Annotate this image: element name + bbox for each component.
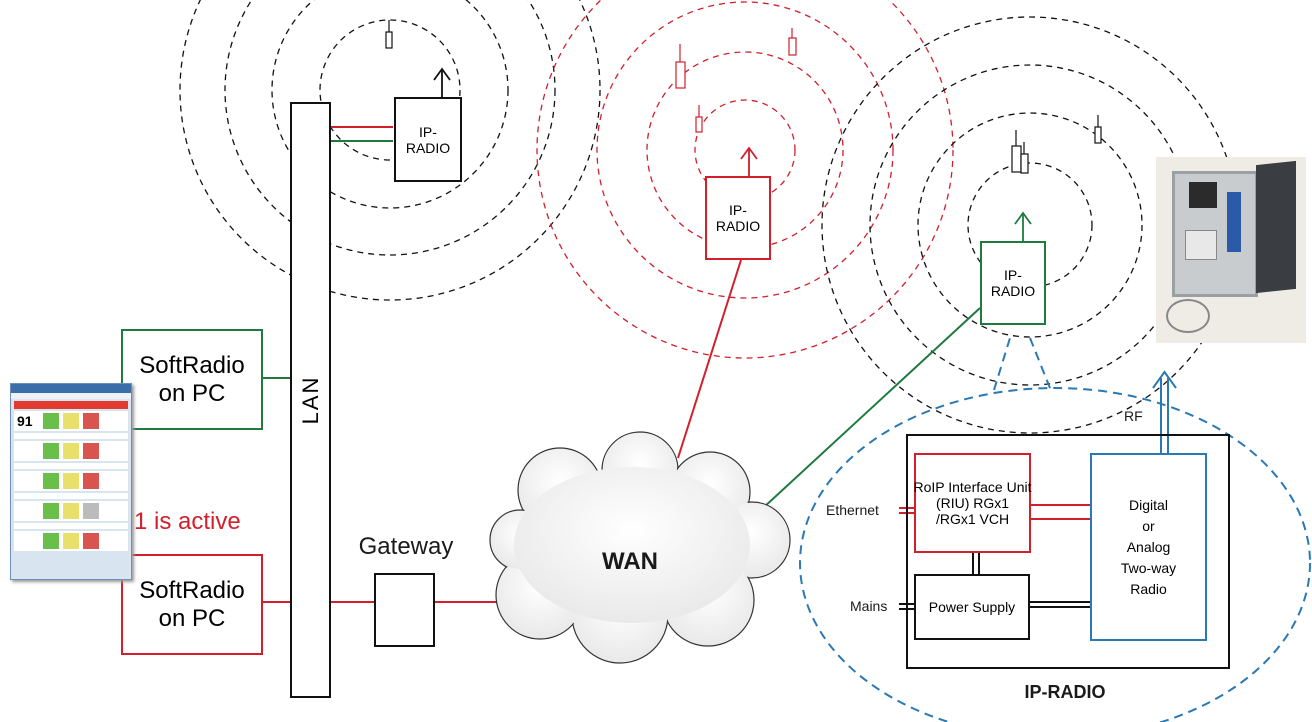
gateway-label: Gateway bbox=[358, 533, 454, 560]
thumb-row-5 bbox=[14, 531, 128, 551]
thumb-btn-yellow-4 bbox=[63, 503, 79, 519]
lan-label: LAN bbox=[297, 375, 323, 425]
softradio-screenshot: 91 bbox=[10, 383, 132, 580]
enclosure-radio bbox=[1227, 192, 1241, 252]
ip-radio-2-line1: IP- bbox=[729, 202, 747, 218]
thumb-strip-4 bbox=[14, 523, 128, 529]
softradio-top-line1: SoftRadio bbox=[139, 351, 245, 379]
thumb-titlebar bbox=[11, 384, 131, 393]
thumb-btn-red-3 bbox=[83, 473, 99, 489]
softradio-top-box: SoftRadio on PC bbox=[121, 329, 263, 430]
coverage-rings-radio-1 bbox=[179, 0, 601, 301]
power-supply-box: Power Supply bbox=[914, 574, 1030, 640]
enclosure-photo bbox=[1156, 157, 1306, 343]
ip-radio-1-line1: IP- bbox=[419, 123, 437, 140]
thumb-btn-green-4 bbox=[43, 503, 59, 519]
ip-radio-1: IP- RADIO bbox=[394, 97, 462, 182]
thumb-display-value: 91 bbox=[17, 413, 33, 429]
two-way-line3: Analog bbox=[1126, 538, 1171, 555]
thumb-btn-yellow-5 bbox=[63, 533, 79, 549]
gateway-box bbox=[374, 573, 435, 647]
softradio-bottom-line1: SoftRadio bbox=[139, 576, 245, 604]
handheld-radio-icons bbox=[385, 20, 1102, 174]
enclosure-door bbox=[1256, 160, 1296, 294]
enclosure-body bbox=[1172, 171, 1258, 297]
connection-lines bbox=[262, 126, 981, 603]
riu-box: RoIP Interface Unit (RIU) RGx1 /RGx1 VCH bbox=[913, 453, 1032, 553]
ip-radio-3-line1: IP- bbox=[1004, 267, 1022, 283]
thumb-btn-yellow-3 bbox=[63, 473, 79, 489]
thumb-btn-red-5 bbox=[83, 533, 99, 549]
ethernet-label: Ethernet bbox=[826, 502, 879, 518]
thumb-btn-red bbox=[83, 413, 99, 429]
ip-radio-3: IP- RADIO bbox=[980, 241, 1046, 325]
enclosure-cable bbox=[1166, 299, 1210, 333]
ip-radio-1-line2: RADIO bbox=[405, 139, 451, 156]
lan-bar: LAN bbox=[290, 102, 331, 698]
two-way-line5: Radio bbox=[1130, 580, 1167, 597]
wan-cloud-fill bbox=[491, 433, 789, 662]
two-way-line2: or bbox=[1142, 517, 1155, 534]
thumb-btn-yellow bbox=[63, 413, 79, 429]
riu-line2: (RIU) RGx1 bbox=[935, 495, 1010, 511]
softradio-bottom-box: SoftRadio on PC bbox=[121, 554, 263, 655]
two-way-line4: Two-way bbox=[1120, 559, 1177, 576]
thumb-row-3 bbox=[14, 471, 128, 491]
ip-radio-3-line2: RADIO bbox=[990, 283, 1036, 299]
antenna-arrows bbox=[433, 67, 1032, 241]
thumb-btn-yellow-2 bbox=[63, 443, 79, 459]
ip-radio-callout bbox=[799, 337, 1311, 722]
thumb-active-bar bbox=[14, 401, 128, 409]
rf-arrow bbox=[1152, 370, 1177, 455]
enclosure-module bbox=[1189, 182, 1217, 208]
softradio-bottom-line2: on PC bbox=[158, 604, 226, 632]
thumb-row-1: 91 bbox=[14, 411, 128, 431]
thumb-btn-gray-4 bbox=[83, 503, 99, 519]
wan-label: WAN bbox=[602, 548, 658, 575]
thumb-btn-green-2 bbox=[43, 443, 59, 459]
thumb-menubar bbox=[11, 393, 131, 399]
detail-panel bbox=[906, 434, 1230, 669]
thumb-strip-1 bbox=[14, 433, 128, 439]
ip-radio-2: IP- RADIO bbox=[705, 176, 771, 260]
two-way-line1: Digital bbox=[1129, 496, 1168, 513]
active-note: 1 is active bbox=[134, 508, 241, 535]
mains-label: Mains bbox=[850, 598, 888, 614]
thumb-btn-green-3 bbox=[43, 473, 59, 489]
thumb-btn-green bbox=[43, 413, 59, 429]
two-way-radio-box: Digital or Analog Two-way Radio bbox=[1090, 453, 1207, 641]
riu-line1: RoIP Interface Unit bbox=[913, 479, 1032, 495]
coverage-rings-radio-2 bbox=[536, 0, 954, 359]
softradio-top-line2: on PC bbox=[158, 379, 226, 407]
thumb-btn-red-2 bbox=[83, 443, 99, 459]
ip-radio-2-line2: RADIO bbox=[715, 218, 761, 234]
rf-label: RF bbox=[1124, 408, 1143, 424]
power-supply-label: Power Supply bbox=[928, 599, 1016, 615]
thumb-btn-green-5 bbox=[43, 533, 59, 549]
enclosure-psu bbox=[1185, 230, 1217, 260]
thumb-strip-2 bbox=[14, 463, 128, 469]
thumb-strip-3 bbox=[14, 493, 128, 499]
thumb-row-4 bbox=[14, 501, 128, 521]
riu-line3: /RGx1 VCH bbox=[935, 511, 1010, 527]
thumb-row-2 bbox=[14, 441, 128, 461]
ip-radio-caption: IP-RADIO bbox=[1024, 682, 1106, 702]
